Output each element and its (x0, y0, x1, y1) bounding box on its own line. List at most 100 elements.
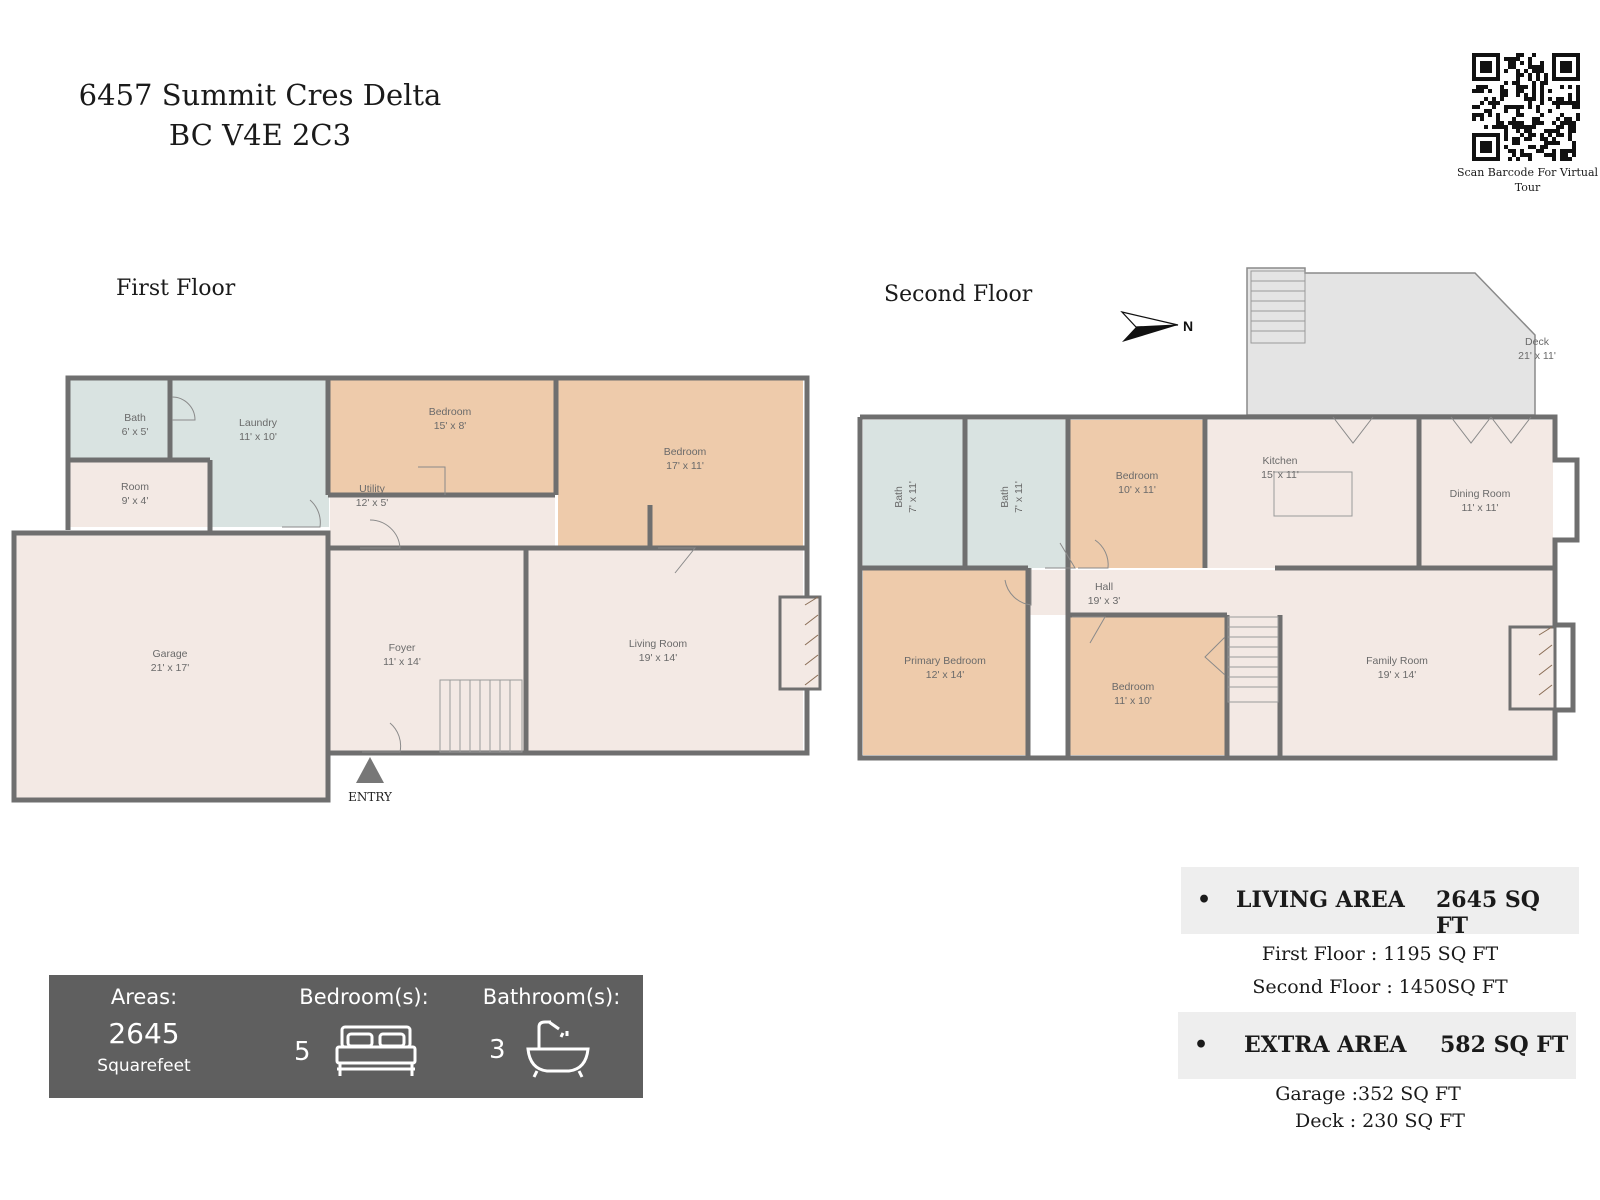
room-size: 21' x 17' (151, 662, 189, 674)
door-swings (171, 396, 697, 753)
kitchen-island (1273, 471, 1353, 517)
bullet-icon: • (1197, 887, 1212, 913)
bathrooms-label: Bathroom(s): (482, 985, 621, 1009)
summary-box: Areas: 2645 Squarefeet Bedroom(s): 5 Bat… (49, 975, 643, 1098)
room-label: Bedroom (664, 446, 707, 458)
first-floor-title: First Floor (116, 276, 236, 301)
areas-unit: Squarefeet (97, 1056, 191, 1076)
room-label: Bath (999, 486, 1011, 508)
bed-icon (335, 1025, 417, 1076)
room-size: 12' x 5' (356, 497, 389, 509)
door-swings (1004, 416, 1532, 676)
compass-label: N (1183, 318, 1193, 334)
second-floor-title: Second Floor (884, 282, 1033, 307)
room-label: Kitchen (1262, 455, 1297, 467)
room-label: Foyer (389, 642, 416, 654)
extra-area-value: 582 SQ FT (1440, 1032, 1569, 1058)
second-floor-area: Second Floor : 1450SQ FT (1252, 976, 1508, 998)
room-label: Hall (1095, 581, 1113, 593)
room-kitchen (1208, 420, 1418, 568)
property-address: 6457 Summit Cres Delta BC V4E 2C3 (40, 75, 480, 155)
room-size: 15' x 8' (434, 420, 467, 432)
room-size: 11' x 14' (383, 656, 421, 668)
room-label: Living Room (629, 638, 688, 650)
room-size: 11' x 10' (1114, 695, 1152, 707)
room-size: 12' x 14' (926, 669, 964, 681)
compass-arrow-icon: N (1120, 308, 1200, 344)
bullet-icon: • (1194, 1032, 1209, 1058)
room-label: Primary Bedroom (904, 655, 986, 667)
room-bedroom-2 (558, 380, 803, 548)
room-label: Garage (152, 648, 187, 660)
bathrooms-value: 3 (489, 1035, 506, 1065)
room-bath (70, 380, 170, 460)
room-size: 19' x 3' (1088, 595, 1121, 607)
bedrooms-label: Bedroom(s): (299, 985, 429, 1009)
stairs-icon (439, 679, 523, 753)
second-floor-walls (857, 414, 1580, 761)
address-line-2: BC V4E 2C3 (168, 118, 352, 152)
address-line-1: 6457 Summit Cres Delta (78, 78, 442, 112)
living-area-label: LIVING AREA (1236, 887, 1405, 913)
room-utility (330, 497, 555, 547)
extra-area-label: EXTRA AREA (1244, 1032, 1407, 1058)
areas-label: Areas: (110, 985, 178, 1009)
deck-stairs-icon (1250, 270, 1306, 344)
room-size: 6' x 5' (122, 426, 149, 438)
room-label: Deck (1525, 336, 1550, 348)
bedrooms-summary: Bedroom(s): 5 (274, 985, 454, 1079)
qr-caption: Scan Barcode For Virtual Tour (1456, 166, 1599, 194)
entry-label: ENTRY (348, 790, 393, 804)
room-label: Utility (359, 483, 385, 495)
room-garage (16, 535, 326, 800)
room-living (528, 550, 803, 755)
room-size: 19' x 14' (1378, 669, 1416, 681)
room-bedroom-3 (1070, 420, 1205, 568)
room-label: Bedroom (1112, 681, 1155, 693)
extra-area-bar: • EXTRA AREA 582 SQ FT (1178, 1012, 1576, 1079)
first-floor-walls (11, 375, 810, 803)
room-size: 7' x 11' (1013, 481, 1025, 513)
room-label: Dining Room (1450, 488, 1511, 500)
room-label: Family Room (1366, 655, 1428, 667)
room-label: Bedroom (1116, 470, 1159, 482)
room-primary-bedroom (863, 570, 1028, 755)
living-area-value: 2645 SQ FT (1436, 887, 1540, 939)
room-bedroom-4 (1070, 617, 1225, 755)
first-floor-plan: Bath 6' x 5' Laundry 11' x 10' Bedroom 1… (10, 375, 840, 815)
room-label: Bath (893, 486, 905, 508)
room-bath-1 (863, 420, 963, 568)
stairs-icon (1227, 616, 1279, 703)
room-size: 10' x 11' (1118, 484, 1156, 496)
room-dining (1421, 420, 1553, 568)
living-area-bar: • LIVING AREA 2645 SQ FT (1181, 867, 1579, 939)
room-size: 9' x 4' (122, 495, 149, 507)
room-size: 19' x 14' (639, 652, 677, 664)
room-size: 21' x 11' (1518, 350, 1556, 362)
areas-value: 2645 (108, 1017, 180, 1050)
room-label: Room (121, 481, 149, 493)
fireplace-icon (1508, 625, 1557, 711)
entry-arrow-icon (356, 757, 384, 783)
bathrooms-summary: Bathroom(s): 3 (469, 985, 634, 1079)
room-foyer (330, 550, 525, 755)
second-floor-plan: Deck 21' x 11' Bath 7' x 11' Bath 7' x 1… (855, 265, 1580, 770)
room-bedroom-1 (330, 380, 555, 495)
room-size: 11' x 10' (239, 431, 277, 443)
room-size: 11' x 11' (1462, 502, 1499, 514)
room-room (70, 462, 210, 527)
room-label: Bedroom (429, 406, 472, 418)
bedrooms-value: 5 (294, 1037, 311, 1067)
room-label: Laundry (239, 417, 278, 429)
room-bath-2 (967, 420, 1067, 568)
areas-summary: Areas: 2645 Squarefeet (69, 985, 219, 1076)
garage-area: Garage :352 SQ FT (1275, 1083, 1461, 1105)
fireplace-icon (778, 595, 822, 691)
qr-code-icon[interactable] (1472, 53, 1580, 161)
room-size: 15' x 11' (1261, 469, 1299, 481)
room-size: 7' x 11' (907, 481, 919, 513)
room-deck (1246, 267, 1536, 416)
deck-area: Deck : 230 SQ FT (1295, 1110, 1465, 1132)
room-label: Bath (124, 412, 146, 424)
first-floor-area: First Floor : 1195 SQ FT (1261, 943, 1499, 965)
